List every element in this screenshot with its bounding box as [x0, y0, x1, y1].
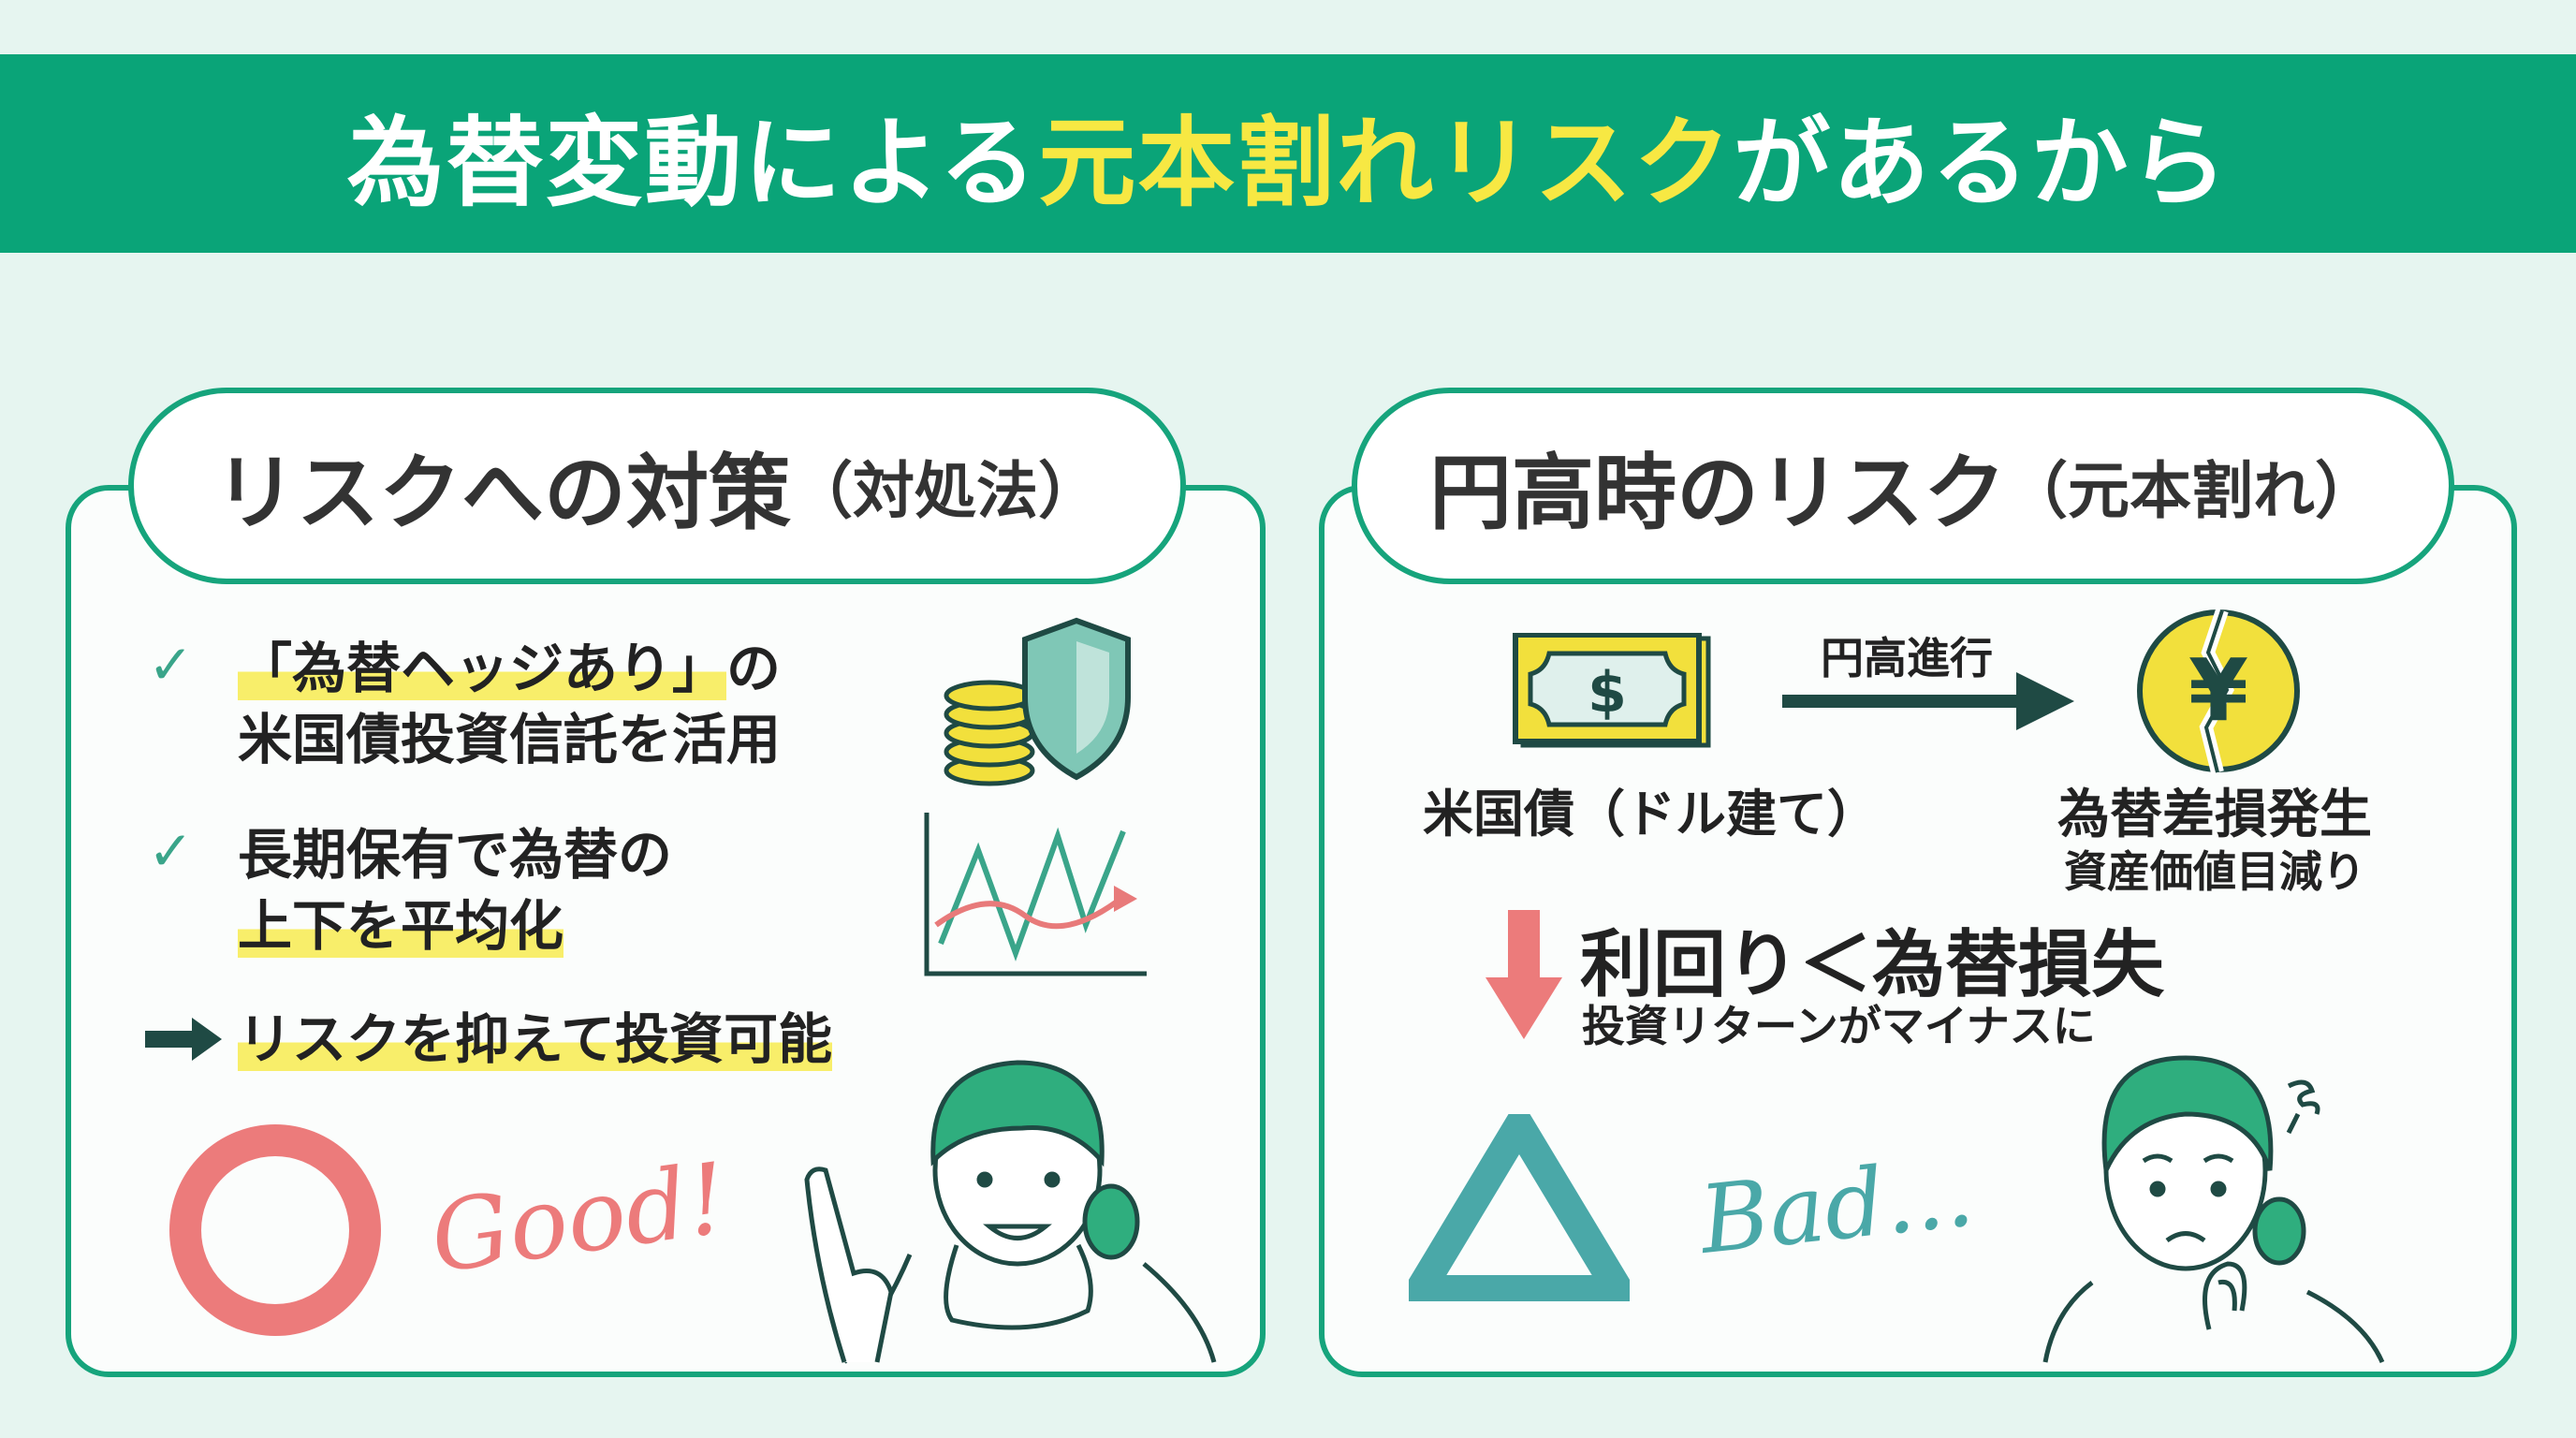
check-icon: ✓: [148, 633, 194, 697]
broken-yen-coin-icon: ¥: [2137, 608, 2300, 774]
triangle-icon: [1409, 1114, 1630, 1301]
line-chart-icon: [924, 813, 1147, 976]
list-item: リスクを抑えて投資可能: [238, 1004, 833, 1075]
title-highlight: 元本割れリスク: [1038, 105, 1734, 220]
result-main: 利回り＜為替損失: [1580, 923, 2165, 1007]
arrow-right-icon: [145, 1016, 224, 1066]
page-title: 為替変動による元本割れリスクがあるから: [347, 83, 2230, 225]
check-icon: ✓: [148, 819, 194, 883]
circle-icon: [169, 1124, 381, 1336]
title-part2: があるから: [1733, 105, 2230, 220]
result-sub: 投資リターンがマイナスに: [1582, 1001, 2096, 1051]
worried-woman-illustration: [2042, 1055, 2385, 1364]
heading-sub: （元本割れ）: [2006, 455, 2377, 527]
item-text: 米国債投資信託を活用: [238, 708, 782, 771]
woman-pointing-illustration: [804, 1060, 1217, 1364]
heading-text: 円高時のリスク: [1428, 444, 2006, 541]
heading-text: リスクへの対策: [213, 444, 791, 541]
bond-label: 米国債（ドル建て）: [1423, 785, 1878, 844]
heading-sub: （対処法）: [791, 455, 1100, 527]
loss-label: 為替差損発生: [2057, 785, 2372, 845]
arrow-right-icon: [1782, 672, 2074, 730]
list-item: 長期保有で為替の 上下を平均化: [238, 819, 672, 961]
dollar-bill-icon: $: [1513, 633, 1711, 748]
svg-text:$: $: [1588, 660, 1627, 726]
item-text: 「為替ヘッジあり」: [238, 637, 727, 700]
item-text: リスクを抑えて投資可能: [238, 1007, 833, 1071]
arrow-label: 円高進行: [1821, 633, 1993, 683]
item-text: 長期保有で為替の: [238, 823, 673, 887]
item-text: 上下を平均化: [238, 894, 564, 958]
coins-shield-icon: [944, 617, 1131, 786]
loss-sub-label: 資産価値目減り: [2064, 846, 2365, 897]
title-part1: 為替変動による: [346, 105, 1039, 220]
title-banner: 為替変動による元本割れリスクがあるから: [0, 54, 2576, 253]
down-arrow-icon: [1486, 910, 1562, 1039]
list-item: 「為替ヘッジあり」の 米国債投資信託を活用: [238, 633, 781, 775]
svg-text:¥: ¥: [2188, 640, 2248, 741]
right-panel-heading: 円高時のリスク（元本割れ）: [1352, 388, 2454, 584]
left-panel-heading: リスクへの対策（対処法）: [128, 388, 1186, 584]
item-text: の: [726, 637, 782, 700]
